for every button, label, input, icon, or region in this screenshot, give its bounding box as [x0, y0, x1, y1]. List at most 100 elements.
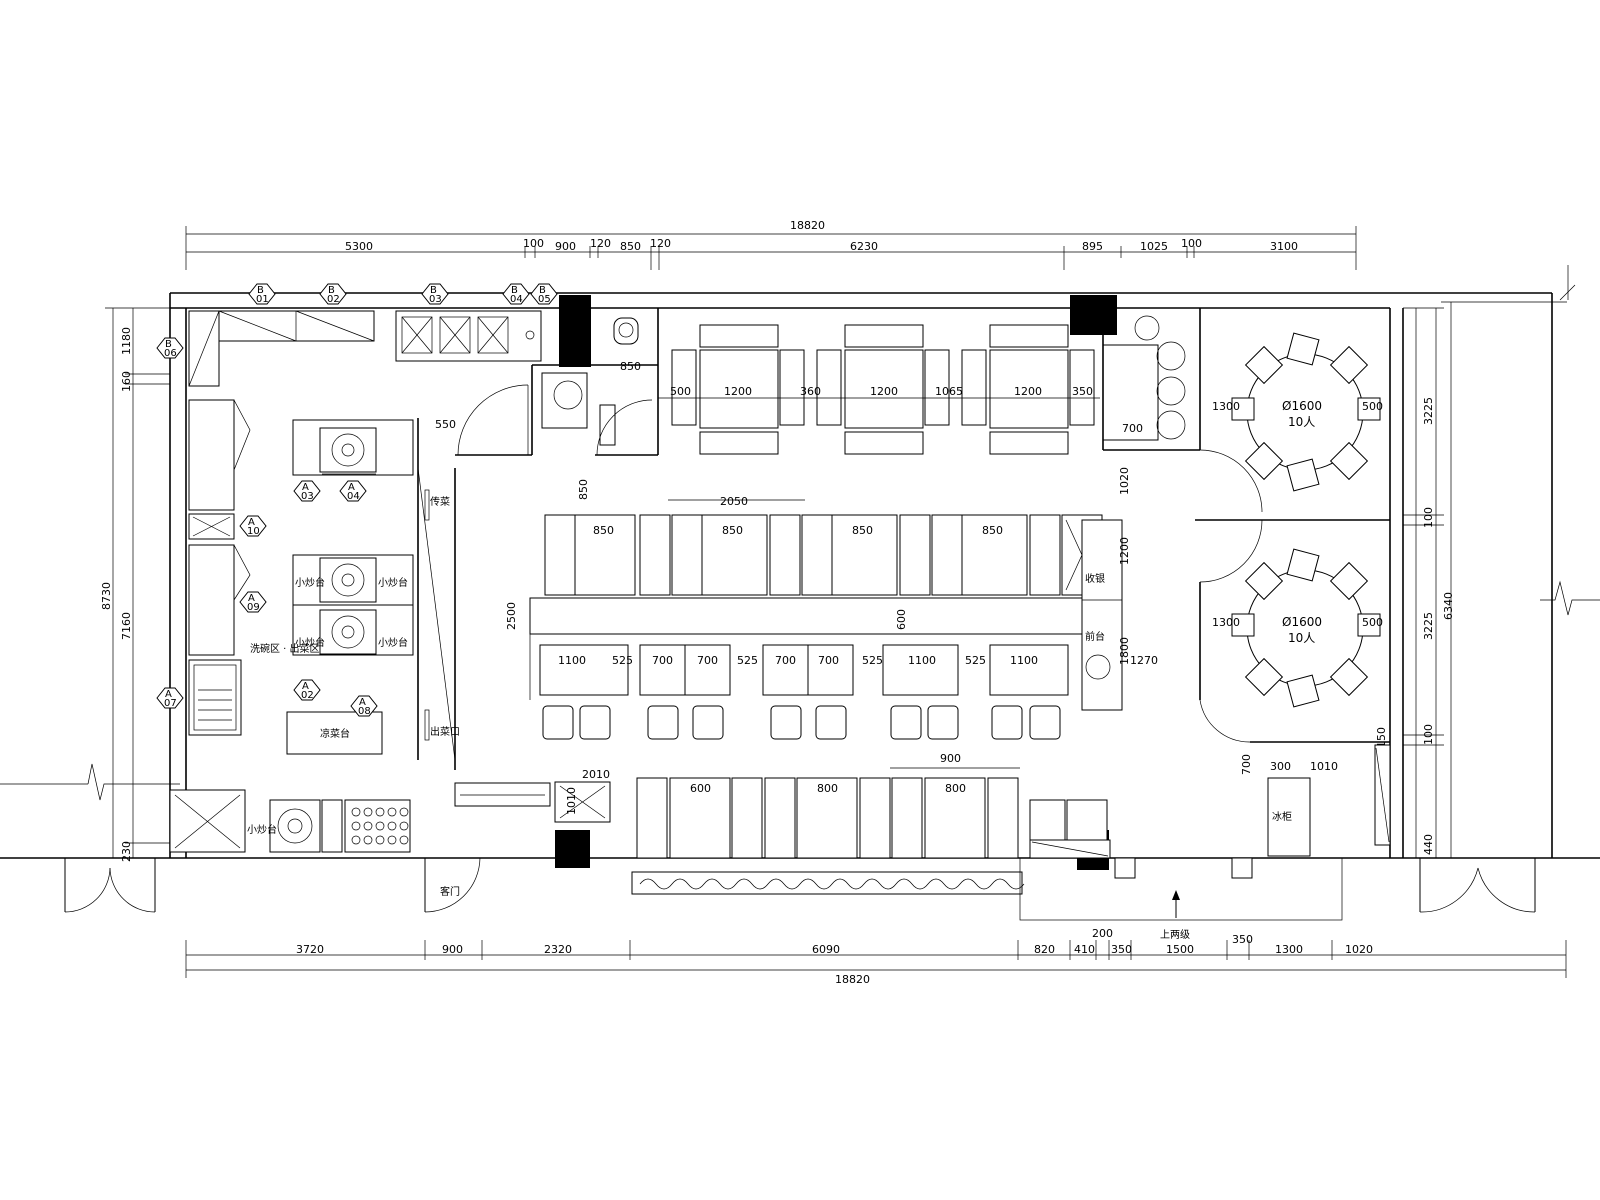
booth-dim-4: 850 [982, 524, 1003, 537]
svc-dim-1200: 1200 [1118, 537, 1131, 565]
booth-dim-2: 850 [722, 524, 743, 537]
top-total-dim: 18820 [790, 219, 825, 232]
left-small-dim-2: 160 [120, 371, 133, 392]
table1-capacity: 10人 [1288, 415, 1315, 429]
ware-label: 冰柜 [1272, 810, 1292, 823]
t2-dim-left: 1300 [1212, 616, 1240, 629]
left-dimension-chain: 8730 7160 1180 160 230 [0, 307, 180, 862]
svg-text:08: 08 [358, 706, 371, 717]
dim-850-vert: 850 [577, 479, 590, 500]
top-dim-4: 120 [590, 237, 611, 250]
tag-b01: B 01 [248, 283, 276, 305]
t2-dim-right: 500 [1362, 616, 1383, 629]
four-seat-table-1 [671, 324, 805, 455]
svg-text:05: 05 [538, 294, 551, 305]
svg-text:02: 02 [327, 294, 340, 305]
tag-a10: A 10 [239, 515, 267, 537]
top-dim-9: 1025 [1140, 240, 1168, 253]
t-dim-11: 1100 [1010, 654, 1038, 667]
dim-row1-a: 500 [670, 385, 691, 398]
svg-text:02: 02 [301, 690, 314, 701]
private-dining-rooms: Ø1600 10人 1300 500 Ø1600 10人 [1195, 308, 1391, 857]
svg-text:B: B [328, 285, 335, 296]
left-small-dim-1: 1180 [120, 327, 133, 355]
left-small-dim-3: 230 [120, 841, 133, 862]
left-inner-dim: 7160 [120, 612, 133, 640]
top-dim-2: 100 [523, 237, 544, 250]
ware-dim-700: 700 [1240, 754, 1253, 775]
pass-window-label: 出菜口 [430, 725, 460, 738]
cashier-label: 收银 [1085, 572, 1105, 585]
ware-dim-1010: 1010 [1310, 760, 1338, 773]
tag-a07: A 07 [156, 687, 184, 709]
right-dim-2: 100 [1422, 507, 1435, 528]
t1-dim-left: 1300 [1212, 400, 1240, 413]
booth-row-upper: 850 850 850 850 2050 [544, 495, 1103, 596]
svg-text:A: A [302, 482, 309, 493]
svg-text:04: 04 [347, 491, 360, 502]
dim-row1-f: 1200 [1014, 385, 1042, 398]
dim-600-kitchen: 550 [435, 418, 456, 431]
equipment-tags: B 01 B 02 B 03 B 04 B 05 B 06 [156, 283, 558, 717]
left-outer-dim: 8730 [100, 582, 113, 610]
four-seat-table-2 [816, 324, 950, 455]
t-dim-1: 1100 [558, 654, 586, 667]
tag-a09-1: A 09 [239, 591, 267, 613]
svg-text:A: A [248, 517, 255, 528]
bb-dim-2: 800 [817, 782, 838, 795]
tag-a04-1: A 04 [339, 480, 367, 502]
booth-dim-1: 850 [593, 524, 614, 537]
cold-dish-label: 凉菜台 [320, 727, 350, 740]
dim-row1-b: 1200 [724, 385, 752, 398]
table2-size: Ø1600 [1282, 615, 1322, 629]
tag-a02: A 02 [293, 679, 321, 701]
bottom-dim-6: 410 [1074, 943, 1095, 956]
cashier-label-2: 前台 [1085, 630, 1105, 643]
bottom-dim-10: 350 [1232, 933, 1253, 946]
bottom-dim-2: 900 [442, 943, 463, 956]
bb-dim-3: 800 [945, 782, 966, 795]
svg-text:A: A [248, 593, 255, 604]
bottom-dim-8: 350 [1111, 943, 1132, 956]
bottom-total-dim: 18820 [835, 973, 870, 986]
bottom-dim-3: 2320 [544, 943, 572, 956]
dim-row1-d: 1200 [870, 385, 898, 398]
small-stove-label-e: 小炒台 [247, 823, 277, 836]
small-stove-label-d: 小炒台 [378, 636, 408, 649]
kitchen-area: 小炒台 小炒台 小炒台 小炒台 凉菜台 洗碗区 · 出菜区 小炒台 传菜 出菜口 [169, 310, 551, 913]
top-dim-7: 6230 [850, 240, 878, 253]
svg-text:09: 09 [247, 602, 260, 613]
svg-text:03: 03 [429, 294, 442, 305]
bb-dim-span: 900 [940, 752, 961, 765]
svc-dim-700: 700 [1122, 422, 1143, 435]
svg-text:B: B [165, 339, 172, 350]
bb-dim-1: 600 [690, 782, 711, 795]
svg-text:A: A [359, 697, 366, 708]
pass-counter-label: 传菜 [430, 496, 450, 508]
ware-dim-300: 300 [1270, 760, 1291, 773]
top-dim-1: 5300 [345, 240, 373, 253]
bottom-dim-4: 6090 [812, 943, 840, 956]
right-dim-3: 3225 [1422, 612, 1435, 640]
tag-a08: A 08 [350, 695, 378, 717]
t-dim-8: 525 [862, 654, 883, 667]
bottom-dim-1: 3720 [296, 943, 324, 956]
right-dim-1: 3225 [1422, 397, 1435, 425]
tag-b05: B 05 [530, 283, 558, 305]
svg-text:04: 04 [510, 294, 523, 305]
top-dim-5: 850 [620, 240, 641, 253]
tag-b02: B 02 [319, 283, 347, 305]
service-station: 700 收银 前台 1200 1800 1020 上两级 [1019, 308, 1343, 941]
round-table-1: Ø1600 10人 1300 500 [1212, 332, 1383, 492]
floor-drain-grate [351, 807, 409, 845]
booth-row-lower-tables: 1100 525 700 700 525 700 700 525 1100 52… [539, 644, 1158, 696]
table2-capacity: 10人 [1288, 631, 1315, 645]
t-dim-2: 525 [612, 654, 633, 667]
booth-dim-span: 2050 [720, 495, 748, 508]
bottom-dim-7: 200 [1092, 927, 1113, 940]
booth-row-bottom: 600 800 800 900 2010 1010 [554, 752, 1025, 895]
four-seat-tables-row: 500 1200 360 1200 1065 1200 350 850 850 … [435, 324, 1100, 500]
central-counter: 2500 600 [505, 597, 1091, 710]
bottom-dim-9: 1500 [1166, 943, 1194, 956]
svg-text:03: 03 [301, 491, 314, 502]
